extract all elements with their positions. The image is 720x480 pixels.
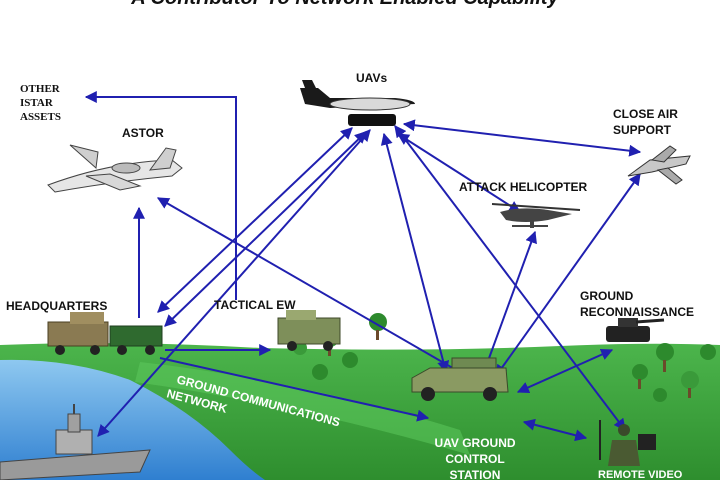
- label-ground-recon-2: RECONNAISSANCE: [580, 305, 694, 319]
- label-uav-gcs-1: UAV GROUND: [434, 436, 515, 450]
- link-arrows: [84, 91, 642, 442]
- headquarters-vehicles-icon: [47, 312, 163, 355]
- label-uav-gcs-2: CONTROL: [445, 452, 504, 466]
- label-close-air-1: CLOSE AIR: [613, 107, 678, 121]
- warship-icon: [0, 404, 151, 480]
- label-uav-gcs-3: STATION: [450, 468, 501, 480]
- label-astor: ASTOR: [122, 126, 164, 140]
- label-other-istar-3: ASSETS: [20, 111, 61, 123]
- label-remote-video: REMOTE VIDEO: [598, 469, 683, 480]
- ground-control-vehicle-icon: [411, 357, 509, 401]
- uav-icon: [300, 80, 415, 126]
- astor-aircraft-icon: [47, 144, 183, 193]
- soldier-icon: [599, 420, 656, 466]
- label-other-istar-1: OTHER: [20, 83, 61, 95]
- label-attack-helicopter: ATTACK HELICOPTER: [459, 180, 588, 194]
- tank-icon: [606, 318, 665, 342]
- label-tactical-ew: TACTICAL EW: [214, 298, 296, 312]
- label-uavs: UAVs: [356, 71, 387, 85]
- attack-helicopter-icon: [491, 203, 581, 228]
- fighter-jet-icon: [627, 145, 691, 185]
- diagram-title: A Contributor To Network Enabled Capabil…: [130, 0, 559, 9]
- label-close-air-2: SUPPORT: [613, 123, 672, 137]
- label-other-istar-2: ISTAR: [20, 97, 54, 109]
- label-ground-recon-1: GROUND: [580, 289, 634, 303]
- label-headquarters: HEADQUARTERS: [6, 299, 107, 313]
- tactical-ew-vehicle-icon: [277, 310, 341, 351]
